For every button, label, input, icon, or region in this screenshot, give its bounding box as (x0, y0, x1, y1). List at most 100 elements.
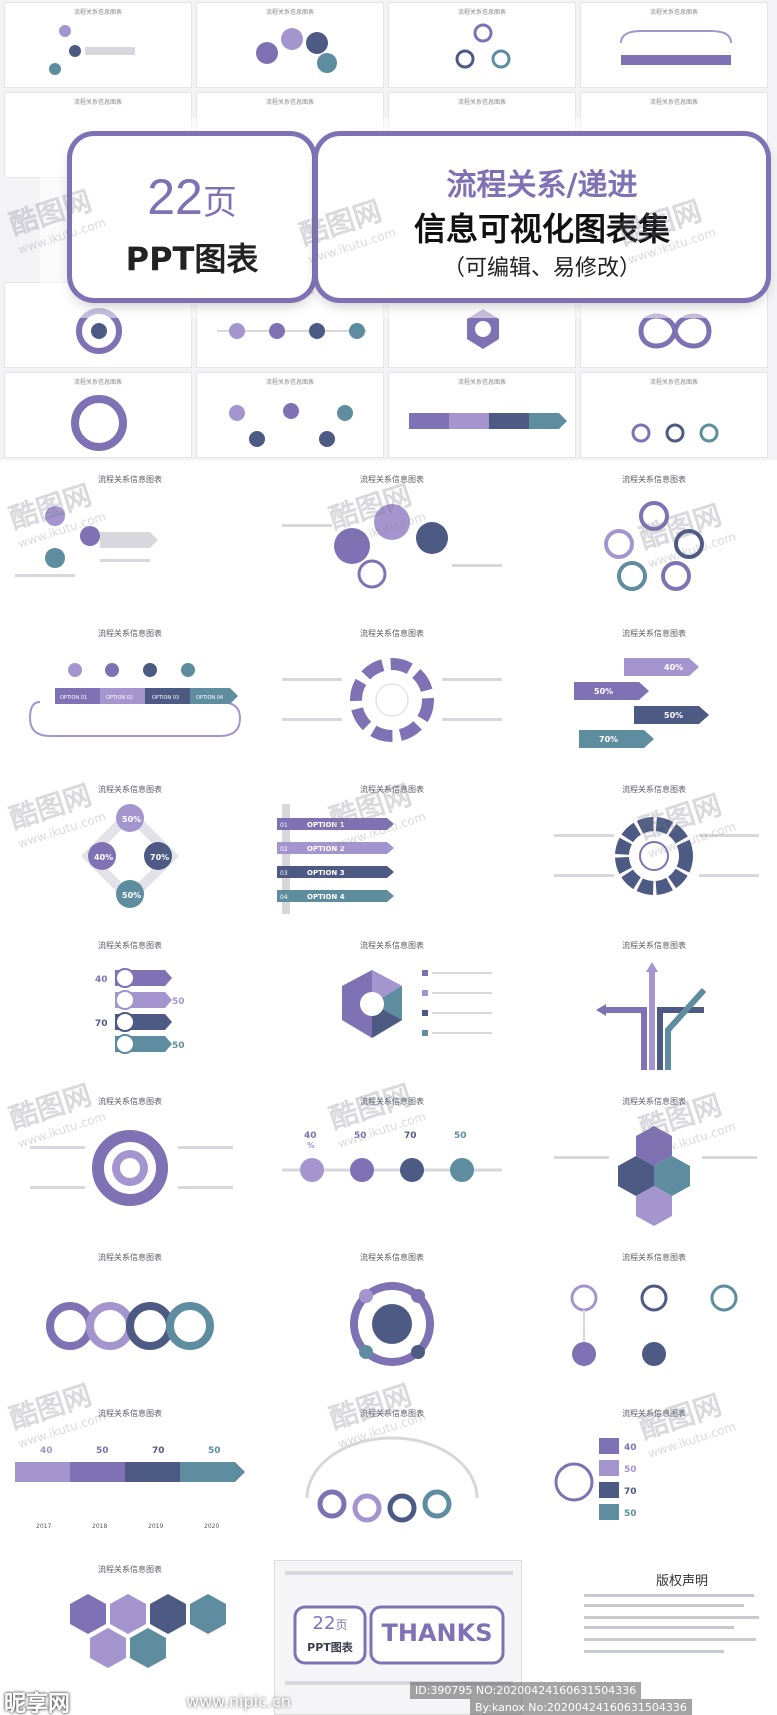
percent-label: 40% (94, 853, 113, 862)
slide-title: 流程关系信息图表 (98, 1409, 162, 1418)
slide-thumbnail: 流程关系信息图表 40 50 70 50 (524, 1398, 777, 1546)
option-label: OPTION 03 (152, 695, 179, 701)
option-label: OPTION 1 (307, 821, 345, 829)
slide-thumbnail: 流程关系信息图表 (524, 930, 777, 1078)
slide-thumbnail: 流程关系信息图表 01 02 03 04 OPTION 1 OPTION 2 O… (262, 774, 522, 922)
hero-thumb: 流程关系信息图表 (4, 372, 192, 458)
slide-thumbnail: 流程关系信息图表 (0, 1242, 260, 1390)
percent-label: 50 (172, 1041, 185, 1051)
slide-thumbnail: 流程关系信息图表 (524, 1242, 777, 1390)
percent-label: 50 (454, 1131, 467, 1141)
percent-label: 40 (95, 975, 108, 985)
year-label: 2018 (92, 1523, 107, 1530)
slide-title: 流程关系信息图表 (622, 629, 686, 638)
slide-title: 流程关系信息图表 (622, 1409, 686, 1418)
slide-thumbnail: 流程关系信息图表 40 50 70 50 2017 2018 2019 2020 (0, 1398, 260, 1546)
slide-thumbnail: 流程关系信息图表 (262, 618, 522, 766)
id-text: ID:390795 NO:20200424160631504336 (410, 1682, 642, 1699)
year-label: 2020 (204, 1523, 219, 1530)
year-label: 2019 (148, 1523, 163, 1530)
slide-title: 流程关系信息图表 (360, 1097, 424, 1106)
copyright-slide: 版权声明 (576, 1560, 771, 1680)
percent-label: 50% (122, 891, 141, 900)
by-text: By:kanox No:20200424160631504336 (470, 1699, 692, 1715)
slide-thumbnail: 流程关系信息图表 (0, 1554, 260, 1702)
percent-label: 70 (152, 1446, 165, 1456)
hero-thumb: 流程关系信息图表 (580, 372, 768, 458)
text-line (584, 1604, 744, 1607)
thanks-ppt-label: PPT图表 (307, 1641, 353, 1654)
copyright-title: 版权声明 (656, 1574, 709, 1589)
hero-thumb: 流程关系信息图表 (196, 372, 384, 458)
slide-thumbnail: 流程关系信息图表 50% 40% 70% 50% (0, 774, 260, 922)
percent-label: 40% (664, 663, 683, 672)
number-label: 02 (280, 846, 288, 853)
percent-label: 50% (664, 711, 683, 720)
percent-label: 70 (95, 1019, 108, 1029)
nipic-url: www.nipic.cn (186, 1692, 291, 1711)
slide-thumbnail: 流程关系信息图表 (524, 1086, 777, 1234)
text-line (584, 1616, 759, 1619)
slide-title: 流程关系信息图表 (360, 941, 424, 950)
slide-thumbnail: 流程关系信息图表 (262, 930, 522, 1078)
slide-title: 流程关系信息图表 (622, 785, 686, 794)
slide-title: 流程关系信息图表 (98, 1253, 162, 1262)
slide-title: 流程关系信息图表 (98, 1097, 162, 1106)
slide-title: 流程关系信息图表 (622, 941, 686, 950)
slide-title: 流程关系信息图表 (98, 1565, 162, 1574)
option-label: OPTION 04 (196, 695, 223, 701)
hero-thumb: 流程关系信息图表 (388, 2, 576, 88)
option-label: OPTION 02 (106, 695, 133, 701)
slide-title: 流程关系信息图表 (360, 1253, 424, 1262)
footer-watermark: 昵享网 www.nipic.cn ID:390795 NO:2020042416… (0, 1682, 777, 1715)
nipic-logo: 昵享网 (4, 1692, 71, 1715)
page-count: 22页 (147, 169, 237, 225)
slide-thumbnail: 流程关系信息图表 40 % 50 70 50 (262, 1086, 522, 1234)
thanks-word: THANKS (381, 1619, 493, 1647)
percent-label: 70 (624, 1487, 637, 1497)
slide-thumbnail: 流程关系信息图表 40% 50% 50% 70% (524, 618, 777, 766)
slide-thumbnail: 流程关系信息图表 (262, 1242, 522, 1390)
slide-title: 流程关系信息图表 (360, 785, 424, 794)
slide-thumbnail: 流程关系信息图表 (262, 464, 522, 612)
option-label: OPTION 3 (307, 869, 345, 877)
hero-thumb: 流程关系信息图表 (4, 2, 192, 88)
title-line-2: 信息可视化图表集 (413, 210, 670, 248)
title-line-3: （可编辑、易修改） (442, 256, 641, 281)
hero-thumb: 流程关系信息图表 (580, 2, 768, 88)
ppt-label: PPT图表 (125, 240, 259, 278)
slide-thumbnail: 流程关系信息图表 (0, 464, 260, 612)
thanks-page-count: 22页 (312, 1613, 348, 1634)
slide-thumbnail: 流程关系信息图表 OPTION 01 OPTION 02 OPTION 03 O… (0, 618, 260, 766)
year-label: 2017 (36, 1523, 51, 1530)
percent-label: 40 (40, 1446, 53, 1456)
slide-title: 流程关系信息图表 (98, 629, 162, 638)
percent-label: 50 (208, 1446, 221, 1456)
slide-thumbnail: 流程关系信息图表 40 50 70 50 (0, 930, 260, 1078)
percent-label: 50% (594, 687, 613, 696)
percent-label: 50 (624, 1465, 637, 1475)
slide-thumbnail: 流程关系信息图表 (0, 1086, 260, 1234)
slide-thumbnail: 流程关系信息图表 (524, 774, 777, 922)
slide-title: 流程关系信息图表 (360, 475, 424, 484)
slide-title: 流程关系信息图表 (98, 785, 162, 794)
percent-label: 40 (624, 1443, 637, 1453)
percent-label: 70% (599, 735, 618, 744)
slide-title: 流程关系信息图表 (98, 941, 162, 950)
page-count-card: 22页 PPT图表 (72, 136, 312, 298)
text-line (584, 1650, 724, 1653)
hero-collage: 流程关系信息图表 流程关系信息图表 流程关系信息图表 流程关系信息图表 流程关系… (0, 0, 777, 460)
slide-title: 流程关系信息图表 (360, 629, 424, 638)
slide-title: 流程关系信息图表 (622, 475, 686, 484)
text-line (584, 1626, 734, 1629)
percent-label: 70 (404, 1131, 417, 1141)
text-line (584, 1638, 756, 1641)
hero-thumb: 流程关系信息图表 (196, 2, 384, 88)
hero-thumb: 流程关系信息图表 (388, 372, 576, 458)
title-card: 流程关系/递进 信息可视化图表集 （可编辑、易修改） (318, 136, 766, 298)
percent-label: 50 (96, 1446, 109, 1456)
title-line-1: 流程关系/递进 (446, 168, 638, 203)
number-label: 04 (280, 894, 288, 901)
number-label: 01 (280, 822, 288, 829)
percent-label: 50 (354, 1131, 367, 1141)
